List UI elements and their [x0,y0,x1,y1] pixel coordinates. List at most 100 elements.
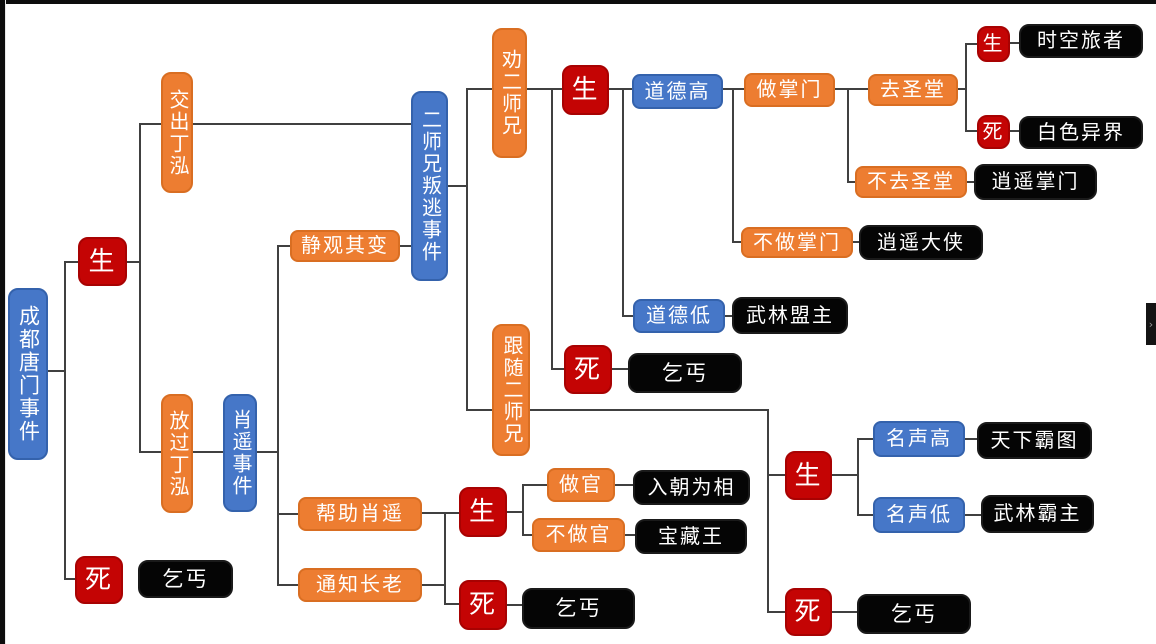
connector-line [624,534,636,536]
connector-line [526,88,563,90]
connector-line [847,181,856,183]
connector-line [522,534,533,536]
connector-line [857,514,874,516]
connector-line [506,604,523,606]
connector-line [732,88,734,243]
window-border-top [0,0,1156,4]
connector-line [767,611,786,613]
node-sheng-1: 生 [78,237,127,286]
connector-line [732,241,742,243]
connector-line [614,484,634,486]
connector-line [767,474,786,476]
node-si-2: 死 [564,345,612,394]
connector-line [964,514,982,516]
node-qigai-2: 乞丐 [628,353,742,393]
connector-line [965,130,978,132]
node-xiaoyao-shijian: 肖遥事件 [223,394,257,512]
connector-line [506,511,523,513]
connector-line [767,409,769,613]
node-qu-shengtang: 去圣堂 [868,74,958,106]
node-qigai-4: 乞丐 [857,594,971,634]
connector-line [447,185,468,187]
connector-line [466,88,468,411]
connector-line [847,88,849,183]
node-si-4: 死 [459,580,507,630]
connector-line [421,512,460,514]
node-zuo-zhangmen: 做掌门 [744,73,835,107]
connector-line [724,315,733,317]
connector-line [64,578,76,580]
connector-line [277,245,279,586]
node-quan-ershixiong: 劝二师兄 [492,28,527,158]
node-bangzhu-xiaoyao: 帮助肖遥 [298,497,422,531]
connector-line [277,513,299,515]
connector-line [277,584,299,586]
connector-line [852,241,860,243]
connector-line [399,245,412,247]
node-buzuo-zhangmen: 不做掌门 [741,227,853,258]
connector-line [957,88,967,90]
node-buqu-shengtang: 不去圣堂 [855,166,967,198]
node-sheng-5: 生 [785,451,832,500]
connector-line [421,584,445,586]
node-jingguan-qibian: 静观其变 [290,230,400,262]
next-page-tab[interactable]: › [1146,303,1156,345]
node-zuo-guan: 做官 [547,468,615,502]
node-ruchao-weixiang: 入朝为相 [633,470,750,505]
node-gensui-ershixiong: 跟随二师兄 [492,324,530,456]
connector-line [46,370,66,372]
node-si-5: 死 [785,588,832,636]
node-qigai-1: 乞丐 [138,560,233,598]
node-qigai-3: 乞丐 [522,588,635,629]
node-si-1: 死 [75,556,123,604]
connector-line [126,261,141,263]
connector-line [857,438,859,516]
connector-line [622,315,634,317]
connector-line [551,368,565,370]
node-wulin-mengzhu: 武林盟主 [732,297,848,334]
node-wulin-bazhu: 武林霸主 [981,495,1094,533]
node-sheng-2: 生 [562,65,609,115]
connector-line [64,261,66,580]
node-daode-di: 道德低 [633,299,725,333]
connector-line [622,88,624,317]
node-ershixiong-pantao: 二师兄叛逃事件 [411,91,448,281]
connector-line [444,603,460,605]
node-tongzhi-zhanglao: 通知长老 [298,568,422,602]
node-buzuo-guan: 不做官 [532,518,625,552]
connector-line [139,123,141,453]
node-si-3: 死 [977,115,1010,149]
connector-line [965,43,967,132]
connector-line [608,88,633,90]
window-border-left [0,0,6,644]
connector-line [522,484,524,536]
connector-line [966,181,975,183]
node-fangguo-dinghong: 放过丁泓 [161,394,193,513]
node-tianxia-batu: 天下霸图 [977,422,1092,459]
connector-line [256,451,279,453]
node-shikong-lvzhe: 时空旅者 [1019,24,1143,58]
connector-line [522,484,548,486]
node-baise-yijie: 白色异界 [1019,116,1143,149]
node-root: 成都唐门事件 [8,288,48,460]
node-xiaoyao-zhangmen: 逍遥掌门 [974,164,1097,200]
chevron-right-icon: › [1148,317,1154,331]
connector-line [834,88,869,90]
connector-line [611,368,629,370]
connector-line [1009,130,1020,132]
connector-line [444,512,446,605]
node-sheng-4: 生 [459,487,507,537]
node-sheng-3: 生 [977,26,1010,62]
connector-line [831,611,858,613]
connector-line [964,438,978,440]
node-mingsheng-gao: 名声高 [873,421,965,457]
connector-line [466,88,493,90]
node-daode-gao: 道德高 [632,74,723,109]
connector-line [831,474,858,476]
connector-line [1009,42,1020,44]
connector-line [277,245,291,247]
connector-line [965,43,978,45]
node-baozang-wang: 宝藏王 [635,519,747,554]
node-jiaochu-dinghong: 交出丁泓 [161,72,193,193]
